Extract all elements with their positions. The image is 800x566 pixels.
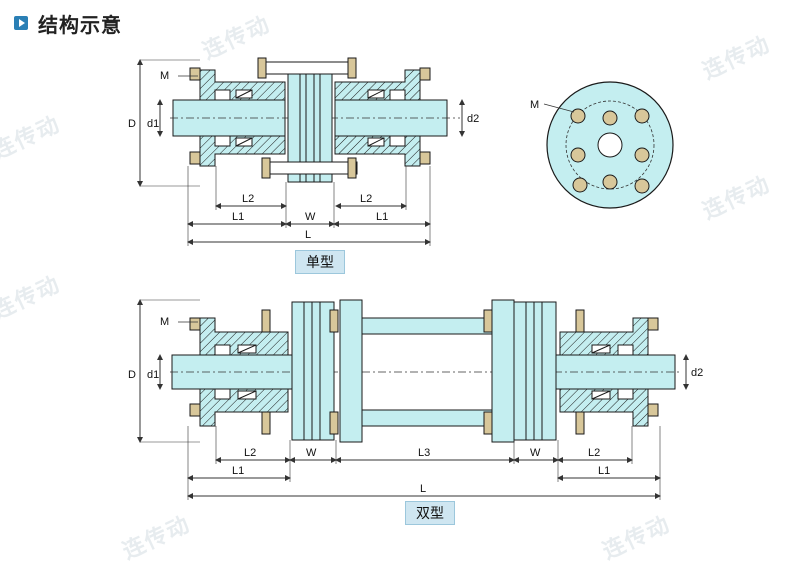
label-d1: d1 (147, 369, 159, 381)
label-M: M (530, 99, 539, 111)
top-bolt (259, 61, 356, 75)
section-header: 结构示意 (14, 10, 122, 37)
spacer-flange (339, 299, 363, 443)
caption-single-type: 单型 (295, 250, 345, 274)
label-M: M (160, 70, 169, 82)
double-type-drawing: M D d1 d2 L2 W L3 W L2 L1 L1 L (128, 299, 703, 500)
label-L1: L1 (376, 211, 388, 223)
end-view-drawing: M (530, 81, 674, 209)
spacer-flange (491, 299, 515, 443)
label-W: W (530, 447, 541, 459)
label-L2: L2 (360, 193, 372, 205)
label-D: D (128, 118, 136, 130)
section-title: 结构示意 (38, 12, 122, 37)
label-L1: L1 (232, 465, 244, 477)
label-L3: L3 (418, 447, 430, 459)
left-hub-top (199, 69, 286, 101)
label-d2: d2 (467, 113, 479, 125)
label-D: D (128, 369, 136, 381)
label-M: M (160, 316, 169, 328)
bottom-bolt (261, 161, 358, 175)
label-L: L (420, 483, 426, 495)
spacer-tube (361, 317, 493, 335)
right-hub-bottom (334, 135, 421, 167)
label-L2: L2 (242, 193, 254, 205)
label-d1: d1 (147, 118, 159, 130)
label-W: W (305, 211, 316, 223)
left-hub-bottom (199, 135, 286, 167)
single-type-drawing: M D d1 d2 L2 L2 L1 W L1 L (128, 57, 479, 246)
label-W: W (306, 447, 317, 459)
play-marker-icon (14, 16, 28, 30)
label-L1: L1 (598, 465, 610, 477)
label-L2: L2 (588, 447, 600, 459)
label-L1: L1 (232, 211, 244, 223)
caption-double-type: 双型 (405, 501, 455, 525)
label-L: L (305, 229, 311, 241)
label-L2: L2 (244, 447, 256, 459)
right-hub-top (334, 69, 421, 101)
label-d2: d2 (691, 367, 703, 379)
